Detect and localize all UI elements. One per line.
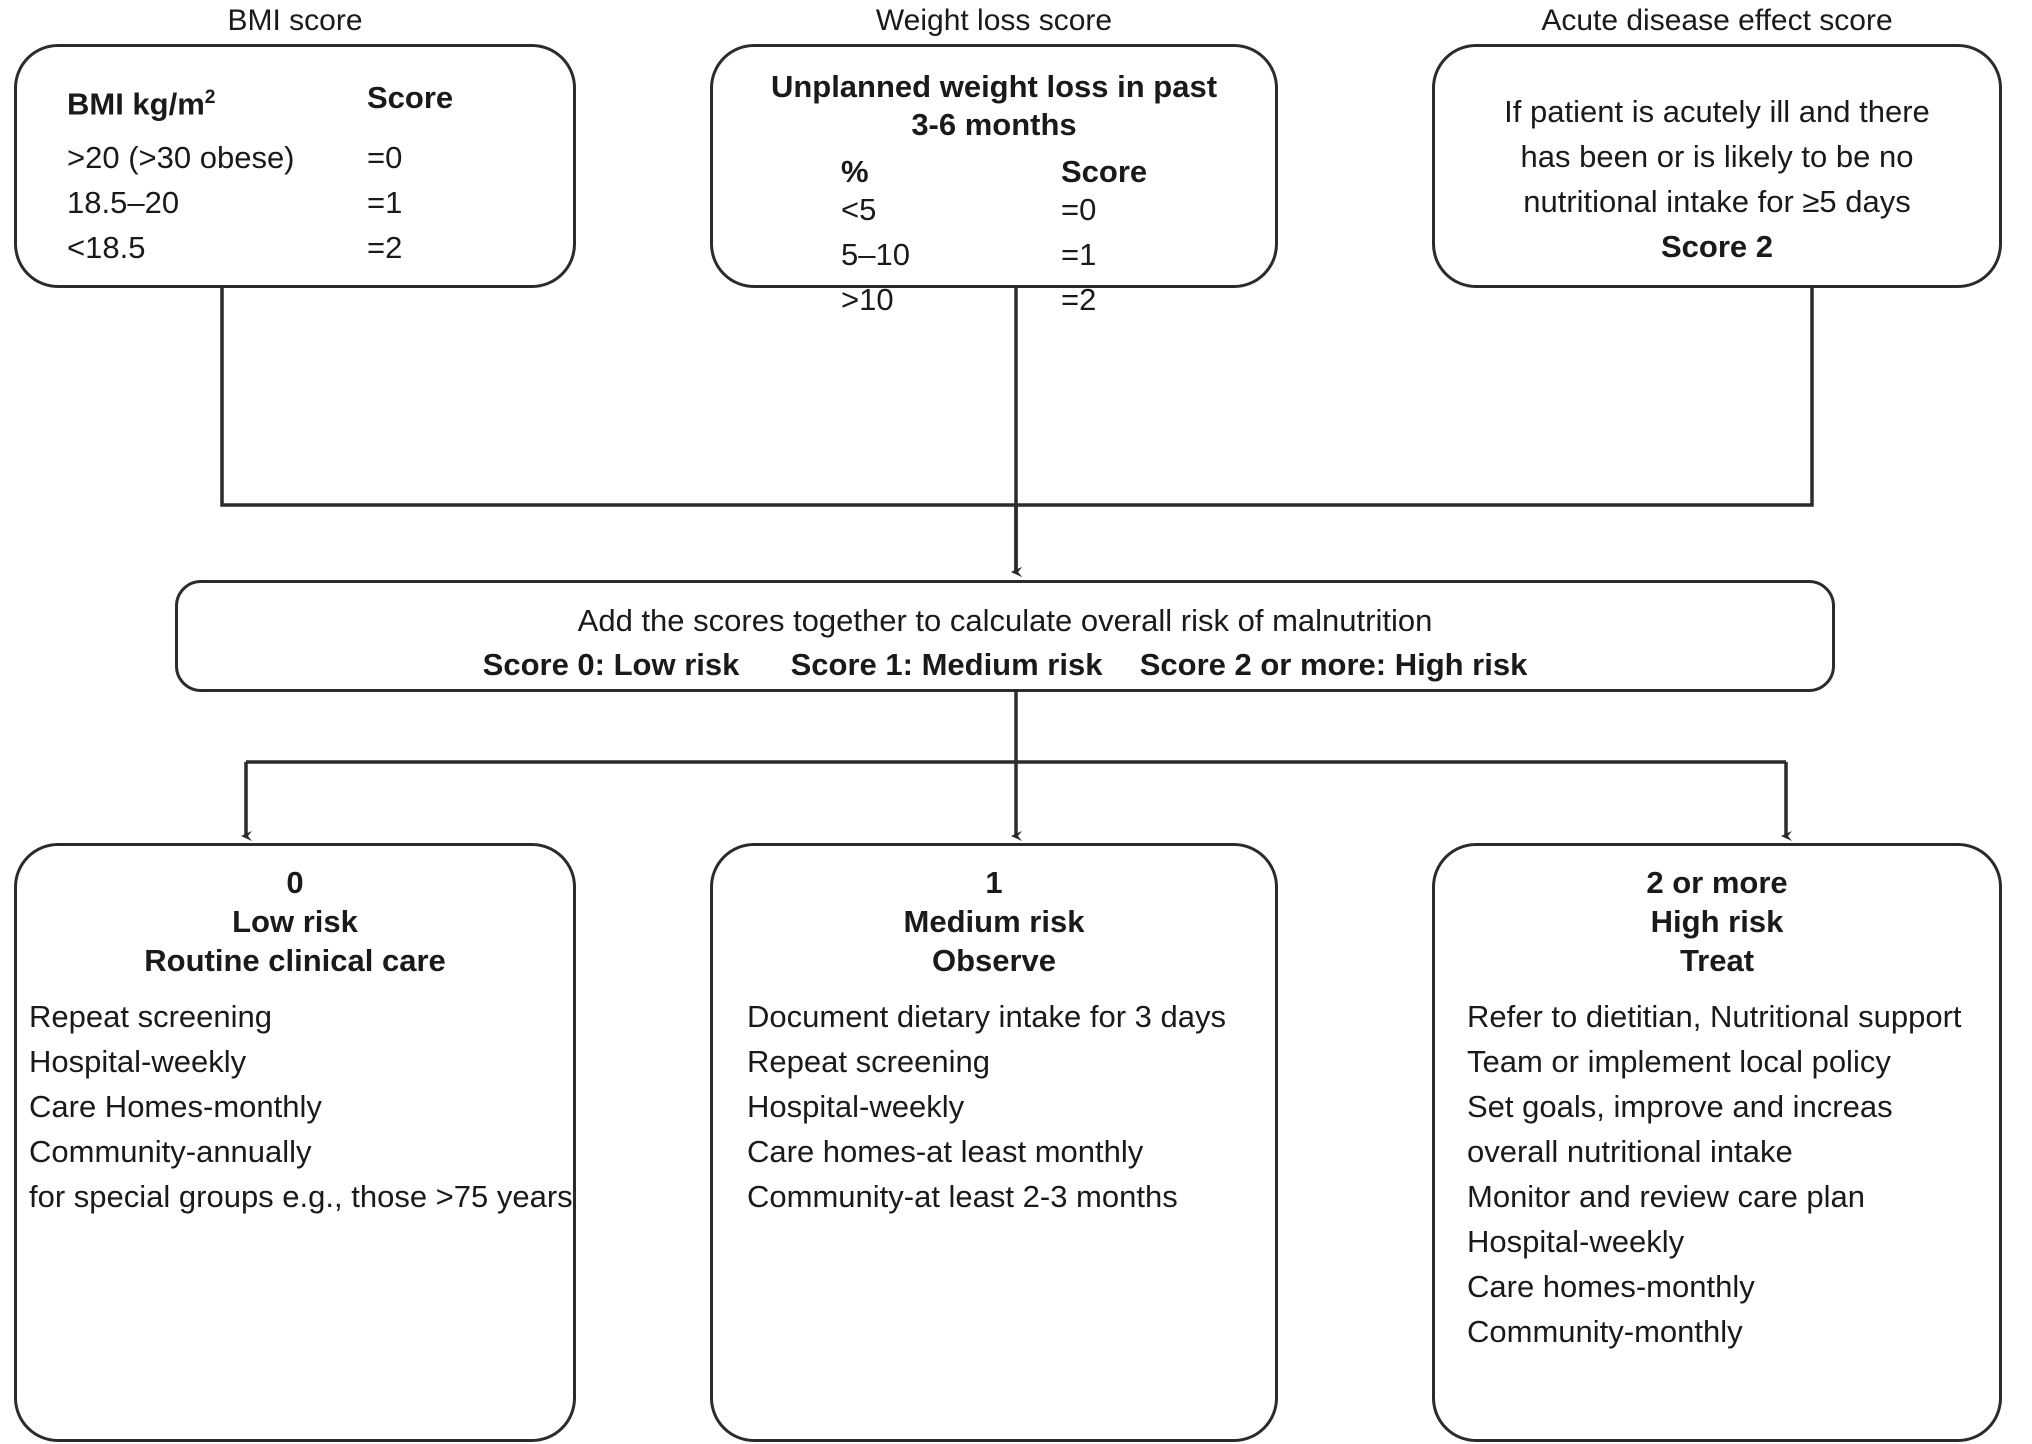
table-row: >10 =2 bbox=[841, 277, 1275, 322]
header-acute-disease-effect-score: Acute disease effect score bbox=[1541, 4, 1893, 37]
threshold-low-risk: Score 0: Low risk bbox=[482, 647, 740, 682]
outcome-box-high-risk: 2 or more High risk Treat Refer to dieti… bbox=[1432, 843, 2002, 1442]
weight-range-value: <5 bbox=[841, 192, 877, 227]
bmi-table-header-row: BMI kg/m2 Score bbox=[67, 75, 507, 126]
bmi-column-header: BMI kg/m2 bbox=[67, 86, 216, 122]
list-item: Community-annually bbox=[29, 1134, 312, 1169]
list-item: Set goals, improve and increas overall n… bbox=[1467, 1089, 1893, 1169]
header-weight-loss-score: Weight loss score bbox=[875, 4, 1113, 37]
outcome-risk-low: Low risk bbox=[232, 904, 358, 939]
sum-instruction-text: Add the scores together to calculate ove… bbox=[577, 603, 1433, 638]
risk-thresholds-row: Score 0: Low risk Score 1: Medium risk S… bbox=[178, 645, 1832, 685]
weight-loss-score-box: Unplanned weight loss in past 3-6 months… bbox=[710, 44, 1278, 317]
list-item: Care homes-at least monthly bbox=[747, 1134, 1144, 1169]
weight-table-rows: <5 =0 5–10 =1 >10 =2 bbox=[713, 187, 1275, 322]
sum-scores-bar: Add the scores together to calculate ove… bbox=[175, 580, 1835, 692]
table-row: 18.5–20 =1 bbox=[67, 180, 573, 225]
outcome-risk-medium: Medium risk bbox=[903, 904, 1085, 939]
bmi-score-box: BMI kg/m2 Score >20 (>30 obese) =0 18.5–… bbox=[14, 44, 576, 288]
outcome-action-low: Routine clinical care bbox=[144, 943, 446, 978]
weight-loss-title-line1: Unplanned weight loss in past bbox=[770, 69, 1218, 104]
list-item: Community-at least 2-3 months bbox=[747, 1179, 1178, 1214]
outcome-score-low: 0 bbox=[286, 865, 304, 900]
list-item: Repeat screening bbox=[747, 1044, 990, 1079]
outcome-box-low-risk: 0 Low risk Routine clinical care Repeat … bbox=[14, 843, 576, 1442]
bmi-score-column-header: Score bbox=[367, 80, 454, 115]
outcome-items-low: Repeat screening Hospital-weekly Care Ho… bbox=[29, 994, 573, 1219]
outcome-score-medium: 1 bbox=[985, 865, 1003, 900]
table-row: >20 (>30 obese) =0 bbox=[67, 135, 573, 180]
table-row: 5–10 =1 bbox=[841, 232, 1275, 277]
outcome-score-high: 2 or more bbox=[1646, 865, 1788, 900]
weight-range-value: >10 bbox=[841, 282, 894, 317]
weight-loss-title-line2: 3-6 months bbox=[911, 107, 1077, 142]
outcome-risk-high: High risk bbox=[1650, 904, 1784, 939]
weight-range-value: 5–10 bbox=[841, 237, 910, 272]
acute-disease-effect-box: If patient is acutely ill and there has … bbox=[1432, 44, 2002, 288]
outcome-action-high: Treat bbox=[1679, 943, 1755, 978]
table-row: <18.5 =2 bbox=[67, 225, 573, 270]
bmi-score-value: =2 bbox=[367, 230, 403, 265]
list-item: for special groups e.g., those >75 years bbox=[29, 1179, 573, 1214]
bmi-score-value: =0 bbox=[367, 140, 403, 175]
list-item: Repeat screening bbox=[29, 999, 272, 1034]
acute-disease-score: Score 2 bbox=[1660, 229, 1773, 264]
weight-percent-column-header: % bbox=[841, 154, 869, 189]
list-item: Refer to dietitian, Nutritional support bbox=[1467, 999, 1962, 1034]
list-item: Hospital-weekly bbox=[29, 1044, 247, 1079]
weight-table-header-row: % Score bbox=[841, 149, 1201, 194]
threshold-medium-risk: Score 1: Medium risk bbox=[790, 647, 1103, 682]
list-item: Team or implement local policy bbox=[1467, 1044, 1891, 1079]
weight-score-column-header: Score bbox=[1061, 154, 1148, 189]
outcome-box-medium-risk: 1 Medium risk Observe Document dietary i… bbox=[710, 843, 1278, 1442]
table-row: <5 =0 bbox=[841, 187, 1275, 232]
bmi-range-value: >20 (>30 obese) bbox=[67, 140, 295, 175]
outcome-items-high: Refer to dietitian, Nutritional support … bbox=[1467, 994, 1987, 1354]
bmi-score-value: =1 bbox=[367, 185, 403, 220]
list-item: Hospital-weekly bbox=[1467, 1224, 1685, 1259]
weight-score-value: =1 bbox=[1061, 237, 1097, 272]
list-item: Care homes-monthly bbox=[1467, 1269, 1755, 1304]
acute-disease-line2: has been or is likely to be no bbox=[1520, 139, 1914, 174]
list-item: Monitor and review care plan bbox=[1467, 1179, 1866, 1214]
outcome-action-medium: Observe bbox=[931, 943, 1057, 978]
threshold-high-risk: Score 2 or more: High risk bbox=[1139, 647, 1528, 682]
bmi-table-rows: >20 (>30 obese) =0 18.5–20 =1 <18.5 =2 bbox=[17, 135, 573, 270]
acute-disease-line3: nutritional intake for ≥5 days bbox=[1523, 184, 1911, 219]
list-item: Hospital-weekly bbox=[747, 1089, 965, 1124]
acute-disease-line1: If patient is acutely ill and there bbox=[1504, 94, 1930, 129]
header-bmi-score: BMI score bbox=[227, 4, 363, 37]
list-item: Community-monthly bbox=[1467, 1314, 1743, 1349]
bmi-range-value: 18.5–20 bbox=[67, 185, 180, 220]
bmi-range-value: <18.5 bbox=[67, 230, 146, 265]
list-item: Document dietary intake for 3 days bbox=[747, 999, 1227, 1034]
weight-score-value: =2 bbox=[1061, 282, 1097, 317]
weight-score-value: =0 bbox=[1061, 192, 1097, 227]
list-item: Care Homes-monthly bbox=[29, 1089, 322, 1124]
outcome-items-medium: Document dietary intake for 3 days Repea… bbox=[747, 994, 1265, 1219]
